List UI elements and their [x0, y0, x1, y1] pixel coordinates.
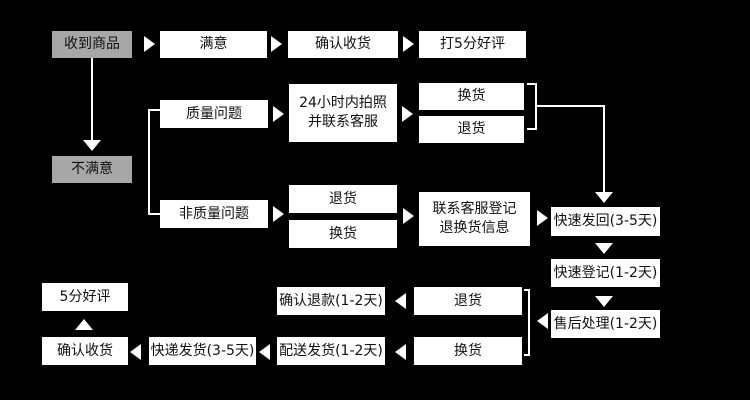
confirm-receipt-box: 确认收货 [288, 31, 398, 58]
return-bottom-box: 退货 [414, 287, 522, 315]
arrow-left-icon [395, 344, 406, 360]
return-non-quality-box: 退货 [289, 185, 397, 213]
arrow-right-icon [403, 36, 414, 52]
quality-issue-box: 质量问题 [160, 100, 268, 128]
bracket-line [524, 289, 530, 356]
express-register-box: 快速登记(1-2天) [551, 259, 660, 287]
contact-cs-24h-line2: 并联系客服 [308, 114, 378, 130]
non-quality-issue-box: 非质量问题 [160, 200, 268, 228]
ship-out-box: 配送发货(1-2天) [277, 337, 385, 365]
exchange-non-quality-box: 换货 [289, 220, 397, 248]
arrow-down-icon [83, 140, 101, 151]
register-return-info-box: 联系客服登记 退换货信息 [419, 192, 530, 246]
arrow-down-icon [595, 192, 613, 203]
rate-bottom-box: 5分好评 [42, 283, 128, 311]
satisfied-box: 满意 [160, 31, 267, 58]
exchange-quality-box: 换货 [419, 83, 524, 110]
return-quality-box: 退货 [419, 116, 524, 143]
arrow-left-icon [130, 344, 141, 360]
arrow-right-icon [402, 106, 413, 122]
confirm-refund-box: 确认退款(1-2天) [277, 287, 385, 315]
contact-cs-24h-box: 24小时内拍照 并联系客服 [289, 84, 397, 142]
arrow-right-icon [273, 106, 284, 122]
arrow-up-icon [75, 319, 93, 330]
arrow-right-icon [273, 206, 284, 222]
confirm-receipt-bottom-box: 确认收货 [42, 337, 128, 365]
arrow-right-icon [403, 208, 414, 224]
arrow-down-icon [595, 296, 613, 307]
aftersale-processing-box: 售后处理(1-2天) [551, 310, 660, 338]
unsatisfied-box: 不满意 [52, 156, 132, 183]
arrow-left-icon [395, 293, 406, 309]
bracket-line [148, 109, 160, 215]
express-return-box: 快速发回(3-5天) [551, 207, 660, 236]
arrow-left-icon [537, 313, 548, 329]
arrow-left-icon [259, 344, 270, 360]
connector-line [536, 105, 605, 193]
register-line2: 退换货信息 [439, 220, 510, 236]
register-line1: 联系客服登记 [432, 201, 517, 218]
arrow-right-icon [144, 36, 155, 52]
exchange-bottom-box: 换货 [414, 337, 522, 365]
received-goods-box: 收到商品 [52, 31, 132, 58]
express-ship-box: 快递发货(3-5天) [149, 337, 256, 365]
rate-five-stars-box: 打5分好评 [419, 31, 526, 58]
contact-cs-24h-line1: 24小时内拍照 [299, 95, 387, 112]
arrow-down-icon [595, 243, 613, 254]
arrow-right-icon [271, 36, 282, 52]
bracket-line [527, 83, 537, 130]
arrow-right-icon [537, 210, 548, 226]
